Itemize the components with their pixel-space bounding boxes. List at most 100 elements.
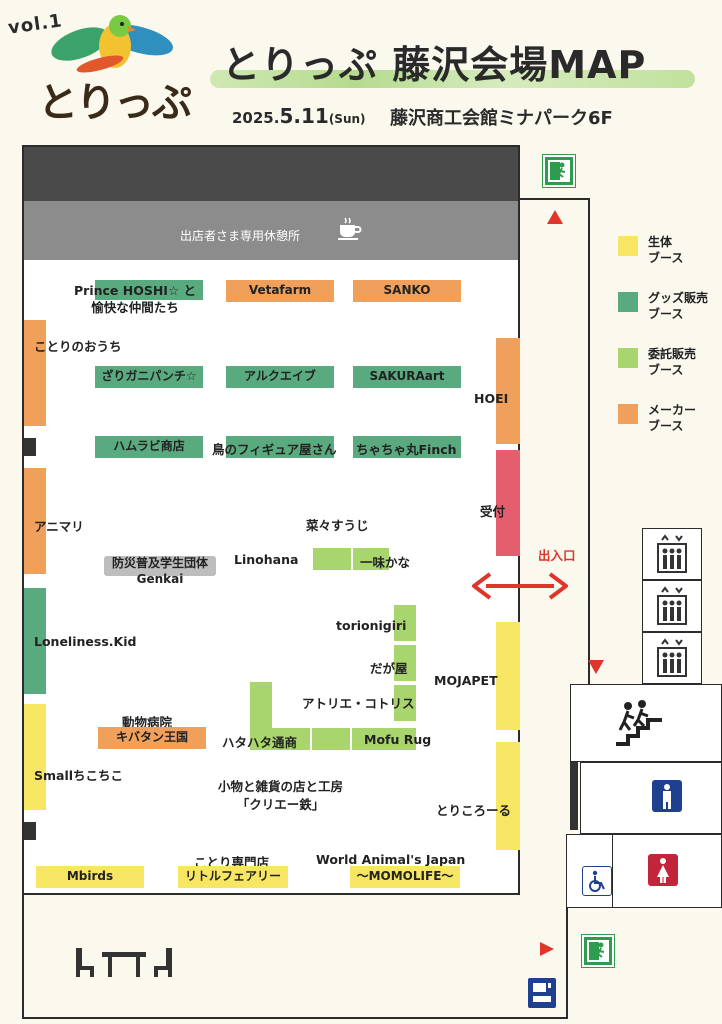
legend-swatch-goods: [618, 292, 638, 312]
booth-bousai-label: 防災普及学生団体 Genkai: [104, 556, 216, 587]
emergency-exit-icon: [543, 155, 575, 187]
booth-vetafarm[interactable]: Vetafarm: [226, 280, 334, 302]
booth-torikoro[interactable]: [496, 742, 520, 850]
date-day: (Sun): [328, 112, 366, 126]
booth-animari[interactable]: [24, 468, 46, 574]
booth-figure-label: 鳥のフィギュア屋さん: [212, 442, 337, 457]
booth-mbirds[interactable]: Mbirds: [36, 866, 144, 888]
elevator-icon: [657, 586, 687, 625]
legend-label-goods: グッズ販売 ブース: [648, 291, 709, 322]
page-title: とりっぷ 藤沢会場MAP: [222, 43, 647, 87]
booth-kogamo-label: 小物と雑貨の店と工房 「クリエー鉄」: [218, 778, 343, 814]
booth-reception[interactable]: [496, 450, 520, 556]
booth-nanasuuji[interactable]: [313, 548, 351, 570]
booth-bousai[interactable]: [104, 556, 216, 576]
booth-torionigiri-label: torionigiri: [336, 618, 407, 633]
booth-sanko[interactable]: SANKO: [353, 280, 461, 302]
booth-linohana-label: Linohana: [234, 552, 299, 567]
booth-hoei-label: HOEI: [474, 391, 509, 406]
legend-swatch-live: [618, 236, 638, 256]
top-wall: [24, 147, 518, 201]
booth-zarigani[interactable]: ざりガニパンチ☆: [95, 366, 203, 388]
stairs-icon: [616, 700, 662, 746]
booth-hamurabi[interactable]: ハムラビ商店: [95, 436, 203, 458]
booth-torionigiri[interactable]: [394, 605, 416, 641]
table-chairs-icon: [76, 948, 172, 977]
booth-hospital-label: 動物病院: [122, 715, 173, 730]
booth-arcueibu[interactable]: アルクエイブ: [226, 366, 334, 388]
parrot-logo-icon: [51, 15, 174, 73]
date-year: 2025.: [232, 109, 280, 127]
booth-kibatan[interactable]: キバタン王国: [98, 727, 206, 749]
booth-moforug[interactable]: [352, 728, 416, 750]
womens-toilet-icon: [648, 854, 678, 886]
coffee-cup-icon: [338, 217, 362, 240]
entrance-label: 出入口: [538, 548, 576, 563]
booth-nanasuuji-label: 菜々すうじ: [306, 518, 369, 533]
legend-swatch-consign: [618, 348, 638, 368]
entrance-arrow-icon: [472, 572, 568, 600]
booth-animari-label: アニマリ: [34, 519, 84, 534]
booth-little-fairy[interactable]: リトルフェアリー: [178, 866, 288, 888]
elevator-icon: [657, 638, 687, 677]
lower-wall: [22, 895, 24, 1019]
booth-ichimi-label: 一味かな: [360, 555, 411, 570]
booth-hatahata-vertical[interactable]: [250, 682, 272, 728]
booth-atelier-label: アトリエ・コトリス: [302, 696, 415, 711]
booth-hoei[interactable]: [496, 338, 520, 444]
event-date: 2025.5.11(Sun): [232, 104, 366, 128]
booth-hatahata-label: ハタハタ通商: [222, 735, 298, 750]
corridor-wall-top: [520, 198, 590, 200]
rest-area-label: 出店者さま専用休憩所: [180, 229, 301, 243]
vending-machine-icon: [528, 978, 556, 1008]
booth-kotori-no-ouchi[interactable]: [24, 320, 46, 426]
legend-label-consign: 委託販売 ブース: [648, 347, 697, 378]
booth-ichimi[interactable]: [353, 548, 389, 570]
genkai-label-text: Genkai: [136, 571, 184, 586]
date-main: 5.11: [279, 104, 329, 128]
booth-reception-label: 受付: [480, 504, 506, 519]
booth-prince-hoshi-label: Prince HOSHI☆ と 愉快な仲間たち: [74, 283, 196, 317]
kogamo-label-text: 小物と雑貨の店と工房: [218, 779, 344, 794]
right-wall-lower: [566, 908, 568, 1018]
booth-loneliness-kid[interactable]: [24, 588, 46, 694]
booth-atelier[interactable]: [394, 685, 416, 721]
venue-name: 藤沢商工会館ミナパーク6F: [390, 108, 613, 129]
booth-sakura-art[interactable]: SAKURAart: [353, 366, 461, 388]
arrow-down-icon: [588, 660, 604, 674]
booth-chachamaru[interactable]: [353, 436, 461, 458]
booth-smallchi[interactable]: [24, 704, 46, 810]
booth-world-label: World Animal's Japan: [316, 852, 466, 867]
pillar: [24, 438, 36, 456]
prince-label-text: Prince HOSHI☆ と 愉快な仲間たち: [74, 283, 197, 315]
pillar: [24, 822, 36, 840]
mens-toilet-icon: [652, 780, 682, 812]
legend-label-maker: メーカー ブース: [648, 403, 697, 434]
booth-dagaya-label: だが屋: [370, 661, 408, 676]
booth-dagaya[interactable]: [394, 645, 416, 681]
booth-center-2[interactable]: [312, 728, 350, 750]
bottom-wall: [22, 1017, 568, 1019]
emergency-exit-icon: [582, 935, 614, 967]
legend-swatch-maker: [618, 404, 638, 424]
wheelchair-icon: [582, 866, 612, 896]
corridor-wall-right: [588, 198, 590, 684]
booth-chachamaru-label: ちゃちゃ丸Finch: [356, 442, 457, 457]
booth-moforug-label: Mofu Rug: [364, 732, 432, 747]
bousai-label-text: 防災普及学生団体: [111, 556, 208, 570]
booth-mojapet[interactable]: [496, 622, 520, 730]
booth-loneliness-kid-label: Loneliness.Kid: [34, 634, 137, 649]
floor-area: [22, 145, 520, 895]
booth-hatahata[interactable]: [250, 728, 310, 750]
arrow-right-icon: [540, 942, 554, 956]
arrow-up-icon: [547, 210, 563, 224]
title-underline: [210, 70, 695, 88]
restroom-divider: [570, 762, 578, 830]
booth-kotori-no-ouchi-label: ことりのおうち: [34, 339, 122, 354]
booth-momolife[interactable]: ～MOMOLIFE～: [350, 866, 460, 888]
rest-area: [24, 201, 518, 260]
booth-prince-hoshi[interactable]: [95, 280, 203, 300]
legend-label-live: 生体 ブース: [648, 235, 684, 266]
mens-restroom: [580, 762, 722, 834]
booth-figure[interactable]: [226, 436, 334, 458]
